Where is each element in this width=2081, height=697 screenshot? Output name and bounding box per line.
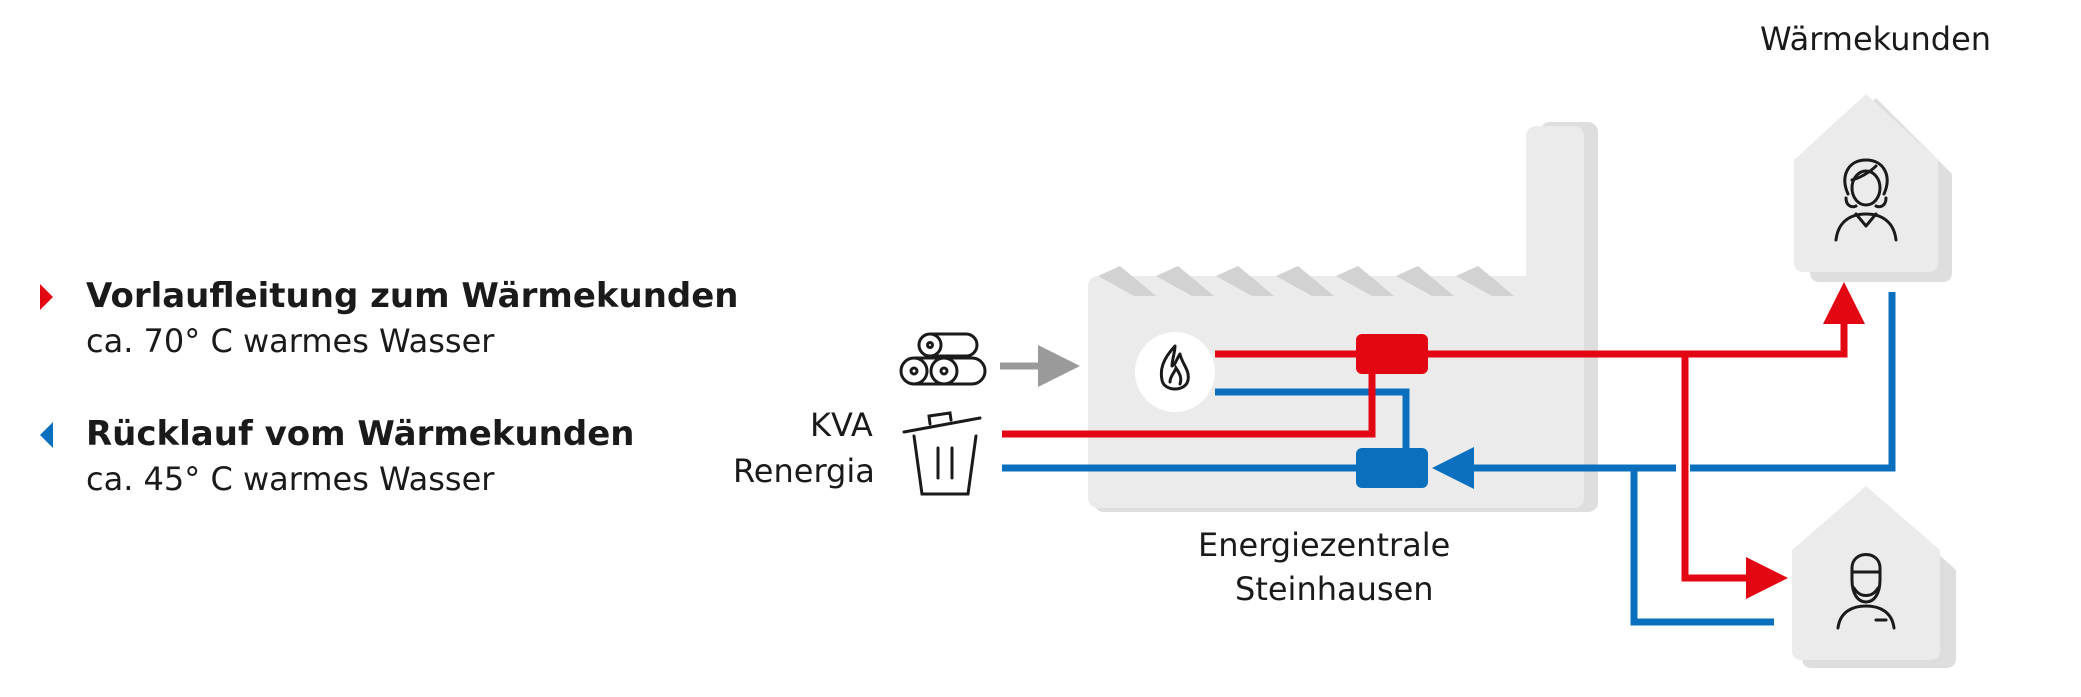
plant-label-line2: Steinhausen [1235,570,1434,608]
source-label-renergia: Renergia [733,452,875,490]
legend-return-subtitle: ca. 45° C warmes Wasser [86,460,495,498]
source-label-kva: KVA [810,406,873,444]
trash-bin-icon [902,411,982,496]
factory-building [1088,122,1598,512]
woman-avatar-icon [1834,158,1898,242]
plant-label-line1: Energiezentrale [1198,526,1451,564]
customer-house-bottom [1792,486,1956,668]
supply-heat-exchanger [1356,334,1428,374]
legend-supply-subtitle: ca. 70° C warmes Wasser [86,322,495,360]
supply-marker-icon [40,284,53,310]
return-marker-icon [40,422,53,448]
wood-logs-icon [899,332,987,386]
man-avatar-icon [1836,553,1896,630]
customer-house-top [1794,94,1952,282]
legend-return-title: Rücklauf vom Wärmekunden [86,414,635,454]
return-heat-exchanger [1356,448,1428,488]
flame-icon [1135,332,1215,412]
legend-supply-title: Vorlaufleitung zum Wärmekunden [86,276,739,316]
customers-label: Wärmekunden [1760,20,1992,58]
